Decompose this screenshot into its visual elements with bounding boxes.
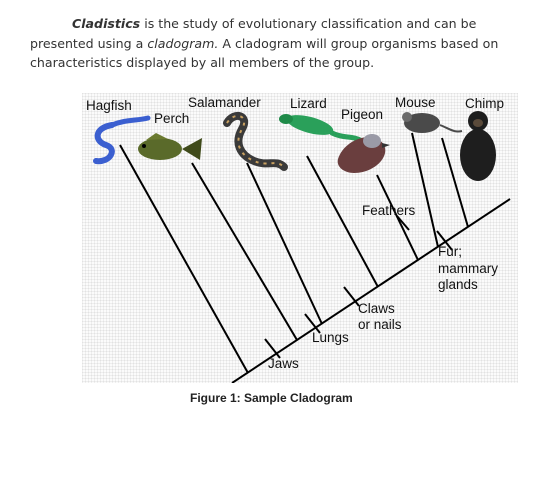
label-mouse: Mouse: [395, 95, 436, 110]
pigeon-icon: [337, 134, 390, 173]
branch-hagfish: [119, 144, 249, 374]
label-pigeon: Pigeon: [341, 107, 383, 122]
label-feathers: Feathers: [362, 203, 416, 218]
label-perch: Perch: [154, 111, 189, 126]
branch-mouse: [411, 132, 439, 248]
tick-feathers: [396, 215, 410, 231]
perch-icon: [138, 133, 202, 160]
label-salamander: Salamander: [188, 95, 261, 110]
tick-lungs: [304, 313, 321, 334]
label-claws-2: or nails: [358, 317, 402, 332]
intro-term-cladistics: Cladistics: [72, 16, 141, 31]
label-chimp: Chimp: [465, 96, 504, 111]
branch-perch: [191, 162, 298, 341]
label-fur-1: Fur;: [438, 244, 462, 259]
label-fur-2: mammary: [438, 261, 498, 276]
chimp-icon: [460, 111, 496, 181]
label-fur-3: glands: [438, 277, 478, 292]
label-jaws: Jaws: [268, 356, 299, 371]
tick-fur: [436, 230, 453, 251]
branch-lizard: [306, 155, 379, 288]
intro-text-2: A cladogram will group organisms based o…: [30, 35, 499, 71]
salamander-icon: [223, 111, 288, 171]
intro-text-1: is the study of evolutionary classificat…: [30, 16, 477, 51]
label-claws-1: Claws: [358, 301, 395, 316]
figure-caption: Figure 1: Sample Cladogram: [190, 391, 353, 405]
cladogram-trunk: [231, 198, 511, 383]
branch-salamander: [246, 162, 323, 325]
cladogram-figure: Hagfish Perch Salamander Lizard Pigeon M…: [82, 93, 518, 383]
cladogram-svg: Hagfish Perch Salamander Lizard Pigeon M…: [86, 95, 511, 383]
label-lizard: Lizard: [290, 96, 327, 111]
hagfish-icon: [93, 115, 151, 165]
tick-jaws: [264, 338, 281, 359]
mouse-icon: [402, 112, 463, 133]
intro-term-cladogram: cladogram.: [147, 35, 219, 51]
label-hagfish: Hagfish: [86, 98, 132, 113]
intro-paragraph: Cladistics is the study of evolutionary …: [30, 14, 535, 73]
label-lungs: Lungs: [312, 330, 349, 345]
tick-claws: [343, 286, 360, 307]
branch-chimp: [441, 137, 469, 228]
